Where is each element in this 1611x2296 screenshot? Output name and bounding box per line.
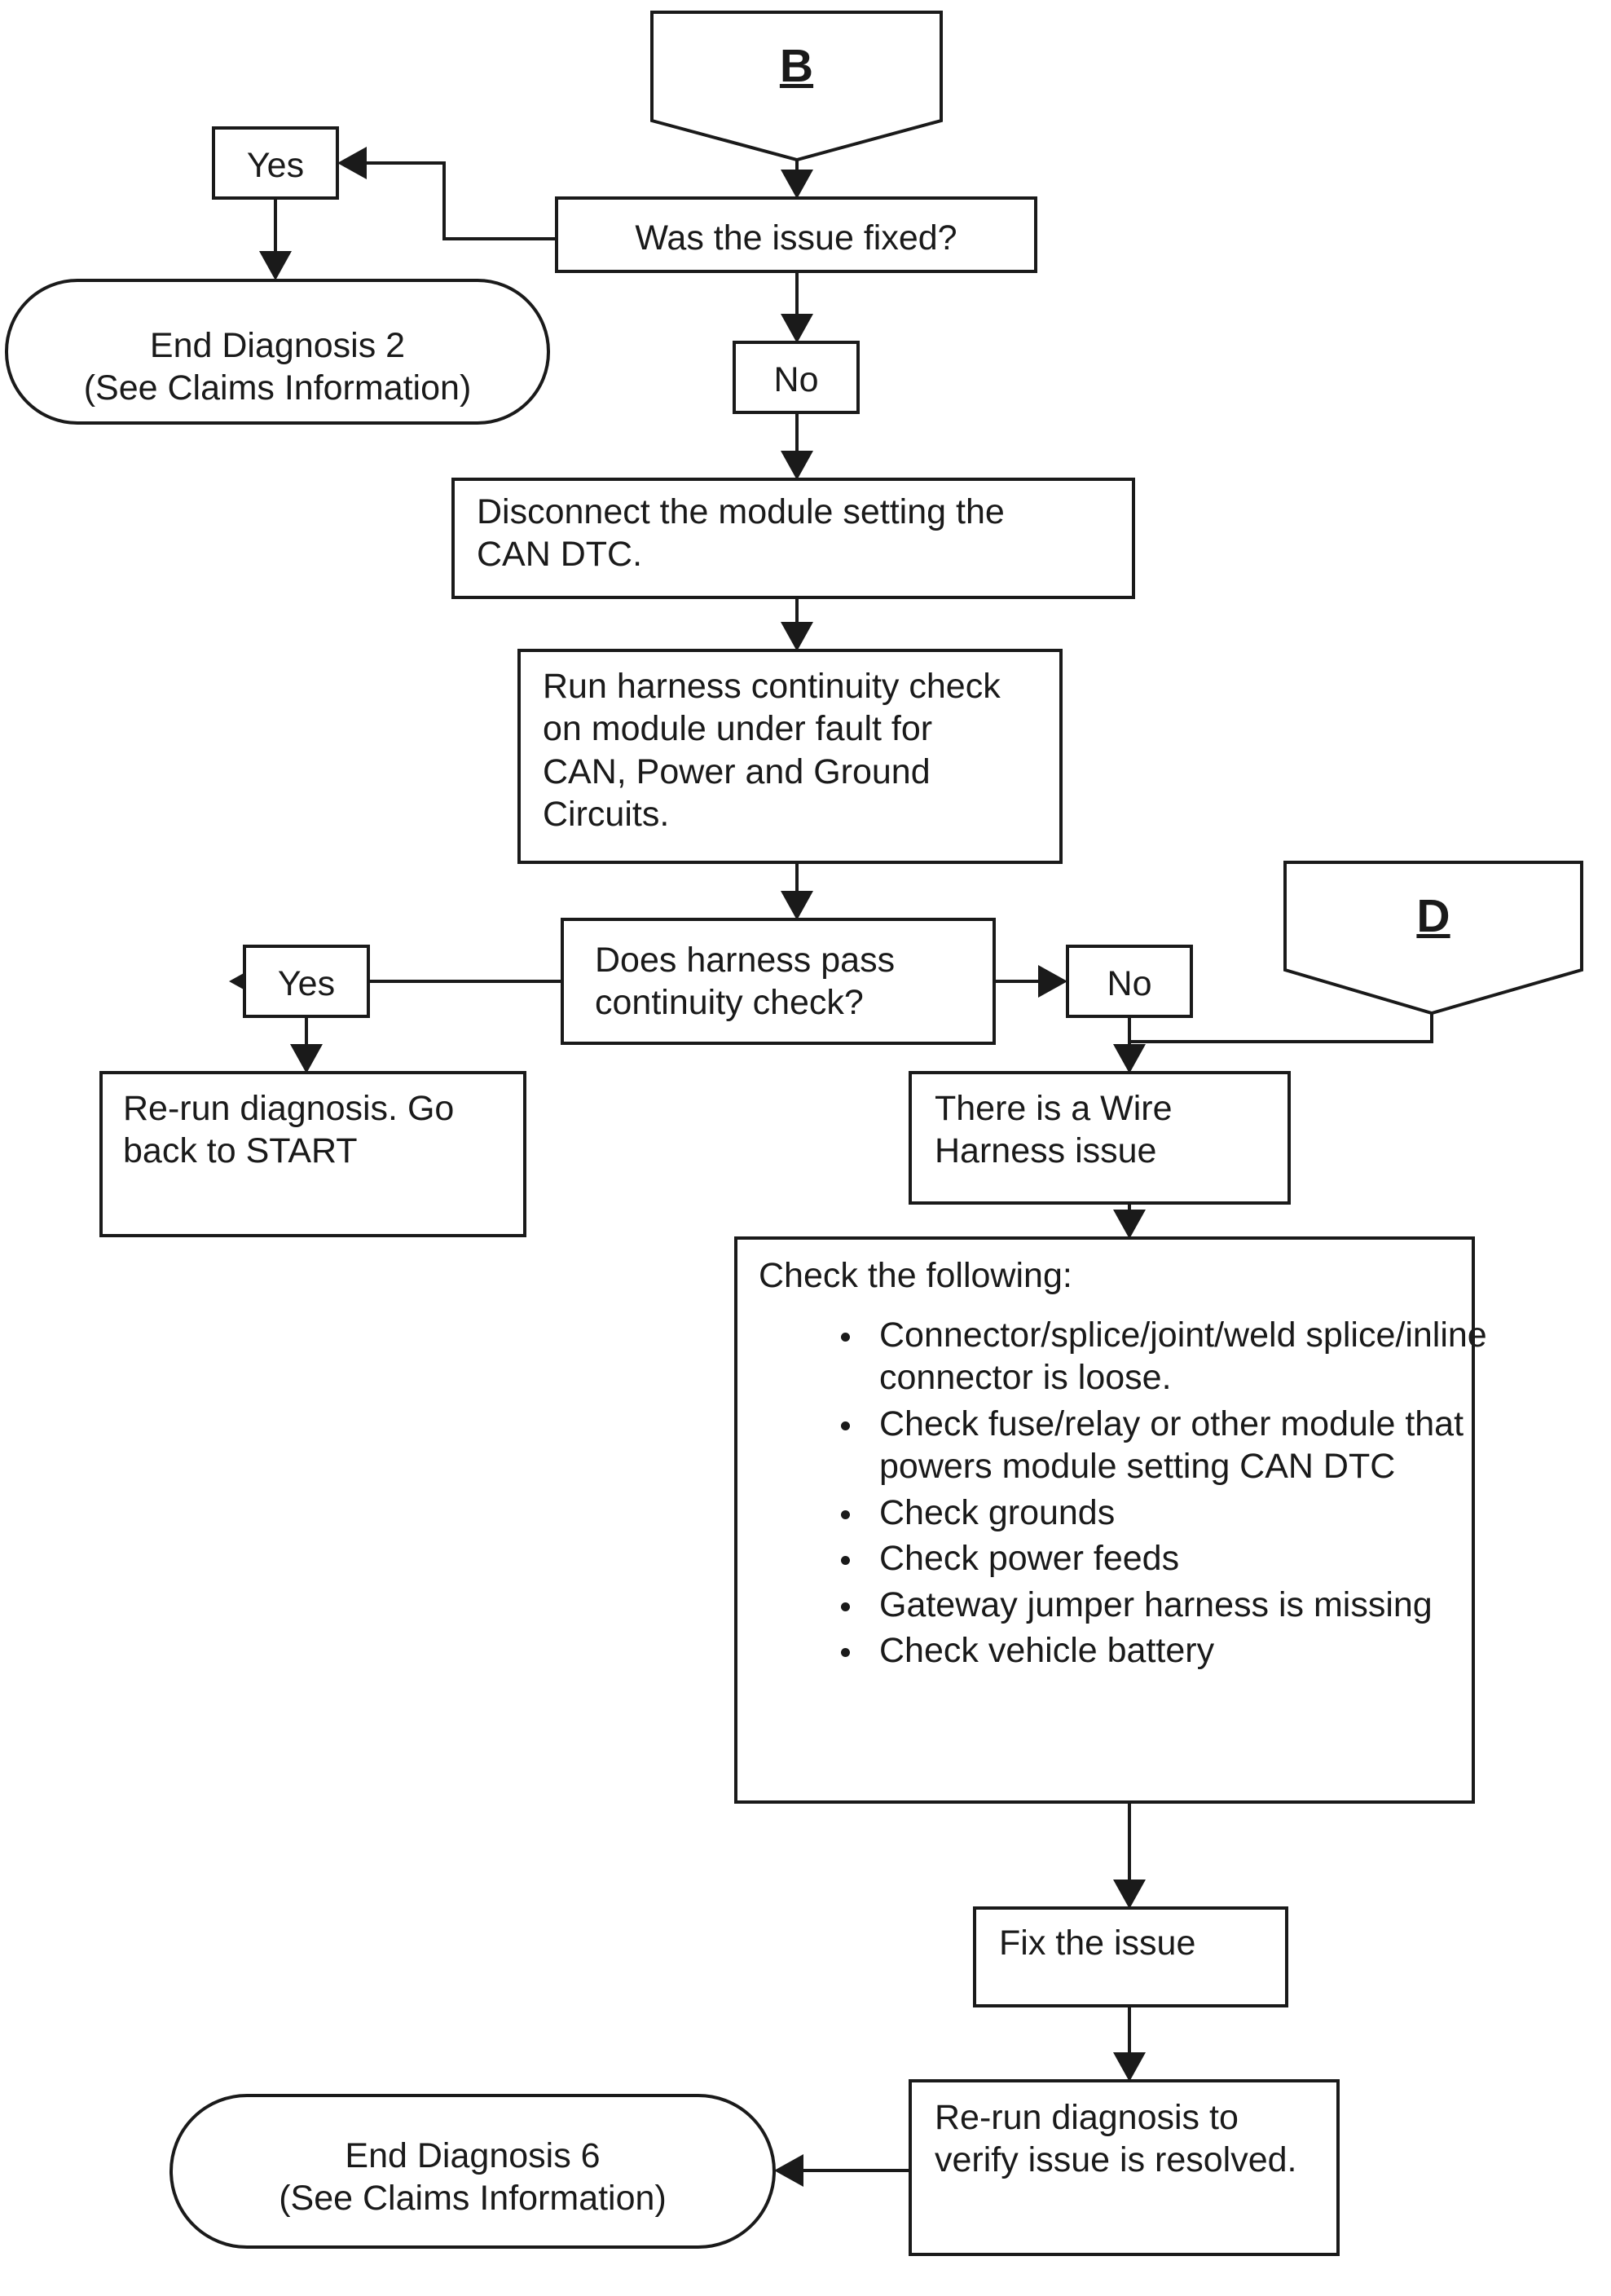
arrowhead-yes-mid-to-rerun-start (290, 1044, 323, 1073)
arrowhead-check-list-to-fix-issue (1113, 1880, 1146, 1909)
node-no-top-shape (733, 341, 860, 414)
node-was-issue-fixed-shape (555, 196, 1037, 273)
connector-d-shape (1283, 861, 1583, 1016)
arrowhead-wire-harness-issue-to-check-list (1113, 1210, 1146, 1239)
arrowhead-decision-to-no-mid (1038, 965, 1067, 998)
node-rerun-verify-shape (909, 2079, 1340, 2256)
arrowhead-no-top-to-disconnect (781, 451, 813, 480)
arrowhead-no-mid-to-wire-harness-issue (1113, 1044, 1146, 1073)
arrowhead-was-issue-fixed-to-no (781, 314, 813, 343)
arrowhead-fix-issue-to-rerun-verify (1113, 2052, 1146, 2082)
node-end-diagnosis-6-shape (169, 2094, 776, 2249)
node-run-continuity-shape (517, 649, 1063, 864)
node-wire-harness-issue-shape (909, 1071, 1291, 1205)
node-rerun-goto-start-shape (99, 1071, 526, 1237)
node-does-harness-pass-shape (561, 918, 996, 1045)
node-disconnect-module-shape (451, 478, 1135, 599)
edge-was-issue-fixed-to-yes (352, 161, 557, 240)
node-yes-mid-shape (243, 945, 370, 1018)
node-end-diagnosis-2-shape (5, 279, 550, 425)
connector-b-shape (650, 11, 943, 162)
arrowhead-yes-top-to-end-diagnosis-2 (259, 251, 292, 280)
node-no-mid-shape (1066, 945, 1193, 1018)
arrowhead-rerun-verify-to-end-diagnosis-6 (774, 2154, 803, 2187)
arrowhead-disconnect-to-run-continuity (781, 622, 813, 651)
arrowhead-run-continuity-to-decision (781, 891, 813, 920)
edge-d-to-wire-harness-issue (1129, 1013, 1433, 1043)
node-yes-top-shape (212, 126, 339, 200)
node-check-following-shape (734, 1236, 1475, 1804)
node-fix-the-issue-shape (973, 1906, 1288, 2007)
arrowhead-b-to-was-issue-fixed (781, 170, 813, 199)
arrowhead-was-issue-fixed-to-yes (337, 147, 367, 179)
